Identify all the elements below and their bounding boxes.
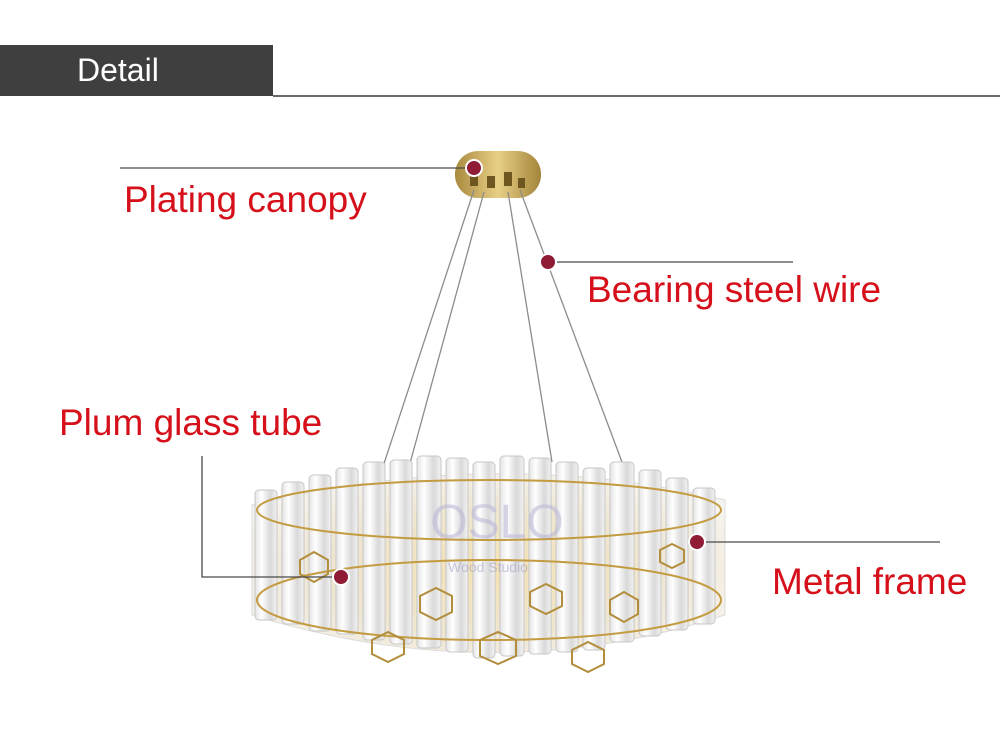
section-header-tab: [0, 45, 273, 96]
chandelier-body: [251, 455, 726, 674]
header-divider: [273, 95, 1000, 97]
callout-metal-frame: Metal frame: [772, 561, 968, 602]
callout-plum-glass-tube: Plum glass tube: [59, 402, 323, 443]
hexagon-clips: [299, 542, 685, 674]
brand-watermark: OSLO Wood Studio: [430, 496, 563, 575]
metal-frame-rings: [256, 479, 722, 641]
tube-marker: [332, 568, 350, 586]
frame-marker: [688, 533, 706, 551]
watermark-brand: OSLO: [430, 496, 563, 549]
callout-bearing-steel-wire: Bearing steel wire: [587, 269, 882, 310]
section-title: Detail: [77, 52, 159, 88]
canopy-marker: [465, 159, 483, 177]
callout-markers: [332, 159, 706, 586]
wire-marker: [539, 253, 557, 271]
callout-plating-canopy: Plating canopy: [124, 179, 367, 220]
watermark-subtitle: Wood Studio: [448, 559, 528, 575]
callout-leader-lines: [120, 167, 940, 578]
suspension-wires: [371, 189, 623, 501]
glass-tubes: [254, 455, 716, 659]
